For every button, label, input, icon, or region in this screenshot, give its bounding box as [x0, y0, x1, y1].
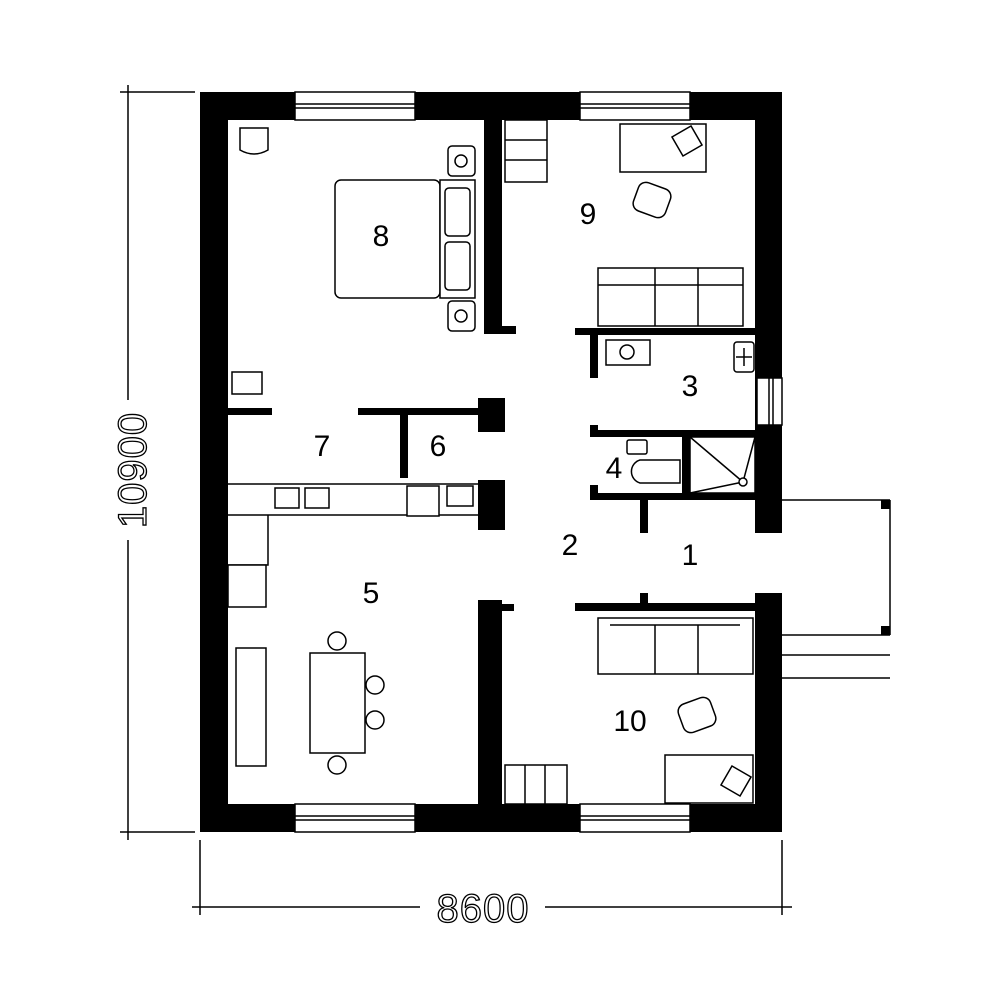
kitchen-sink — [446, 485, 474, 507]
room-label-4: 4 — [606, 452, 623, 485]
dining-table — [309, 652, 366, 754]
sofa — [597, 617, 754, 675]
office-chair — [632, 181, 672, 219]
chair-icon — [239, 127, 269, 155]
width-label: 8600 — [437, 887, 530, 931]
dimension-width: 8600 — [192, 840, 792, 932]
room-label-3: 3 — [682, 370, 699, 403]
dimension-height: 10900 — [108, 85, 195, 840]
sink — [605, 339, 651, 366]
room-label-8: 8 — [373, 220, 390, 253]
windows — [294, 91, 783, 833]
sofa — [235, 647, 267, 767]
height-label: 10900 — [111, 412, 155, 528]
room-label-5: 5 — [363, 577, 380, 610]
chair-icon — [231, 371, 263, 395]
furniture — [227, 119, 756, 805]
porch — [782, 499, 891, 679]
wardrobe — [504, 119, 548, 183]
room-label-6: 6 — [430, 430, 447, 463]
toilet — [630, 459, 681, 484]
stove — [406, 485, 440, 517]
desk — [664, 754, 754, 804]
wardrobe — [504, 764, 568, 805]
room-label-1: 1 — [682, 539, 699, 572]
room-label-9: 9 — [580, 198, 597, 231]
room-label-2: 2 — [562, 529, 579, 562]
room-label-10: 10 — [613, 705, 646, 738]
office-chair — [677, 696, 717, 734]
room-label-7: 7 — [314, 430, 331, 463]
sofa — [597, 267, 744, 327]
